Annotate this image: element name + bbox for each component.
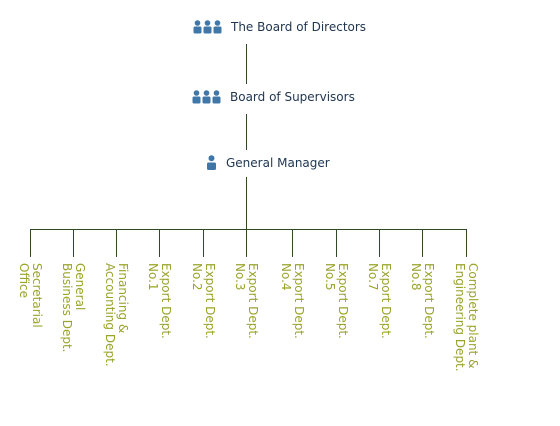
group-icon — [192, 90, 221, 104]
dept-export-no8: Export Dept. No.8 — [409, 263, 436, 339]
drop-line-general-business — [73, 229, 74, 257]
drop-line-export-no5 — [336, 229, 337, 257]
drop-line-financing-accounting — [116, 229, 117, 257]
dept-export-no2: Export Dept. No.2 — [190, 263, 217, 339]
dept-general-business: General Business Dept. — [60, 263, 87, 353]
drop-line-export-no1 — [159, 229, 160, 257]
general-manager-node: General Manager — [206, 155, 330, 170]
drop-line-secretarial-office — [30, 229, 31, 257]
drop-line-export-no3 — [246, 229, 247, 257]
dept-export-no3: Export Dept. No.3 — [233, 263, 260, 339]
person-icon — [207, 155, 216, 170]
group-icon — [193, 20, 222, 34]
dept-export-no1: Export Dept. No.1 — [146, 263, 173, 339]
dept-secretarial-office: Secretarial Office — [17, 263, 44, 328]
connector-board-supervisors — [246, 44, 247, 84]
dept-financing-accounting: Financing & Accounting Dept. — [103, 263, 130, 367]
connector-manager-departments — [246, 177, 247, 229]
drop-line-export-no7 — [379, 229, 380, 257]
connector-supervisors-manager — [246, 114, 247, 150]
drop-line-export-no4 — [292, 229, 293, 257]
drop-line-export-no8 — [422, 229, 423, 257]
drop-line-export-no2 — [203, 229, 204, 257]
general-manager-label: General Manager — [226, 155, 330, 170]
dept-complete-plant-engineering: Complete plant & Engineering Dept. — [453, 263, 480, 372]
dept-export-no7: Export Dept. No.7 — [366, 263, 393, 339]
board-of-supervisors-label: Board of Supervisors — [230, 90, 355, 104]
board-of-directors-label: The Board of Directors — [231, 20, 367, 34]
board-of-directors-node: The Board of Directors — [193, 20, 366, 34]
board-of-supervisors-node: Board of Supervisors — [192, 90, 355, 104]
drop-line-complete-plant — [466, 229, 467, 257]
dept-export-no4: Export Dept. No.4 — [279, 263, 306, 339]
departments-bus-line — [30, 229, 466, 230]
dept-export-no5: Export Dept. No.5 — [323, 263, 350, 339]
